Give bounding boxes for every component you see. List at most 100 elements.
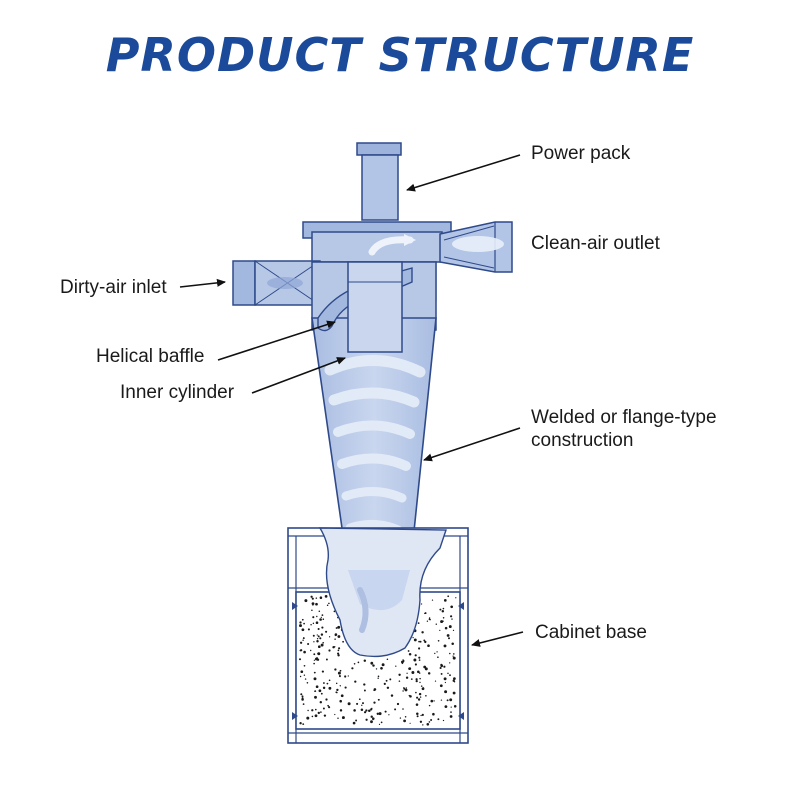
dust-speck — [317, 711, 320, 715]
dust-speck — [337, 671, 341, 675]
dust-speck — [315, 685, 319, 689]
dust-speck — [335, 682, 338, 685]
dust-speck — [354, 680, 357, 683]
dust-speck — [327, 704, 329, 707]
dust-speck — [417, 622, 420, 625]
dust-speck — [435, 623, 438, 625]
page-title: PRODUCT STRUCTURE — [105, 28, 695, 82]
dust-speck — [428, 704, 431, 707]
dust-speck — [444, 705, 448, 708]
dust-speck — [449, 674, 451, 677]
dust-speck — [437, 639, 440, 642]
dust-speck — [442, 719, 445, 722]
dust-speck — [322, 686, 326, 690]
dust-speck — [402, 708, 404, 710]
dust-speck — [417, 670, 420, 674]
dust-speck — [335, 691, 338, 694]
dust-speck — [303, 664, 306, 667]
dust-speck — [334, 638, 336, 640]
dust-speck — [328, 636, 331, 638]
dust-speck — [421, 713, 424, 716]
dust-speck — [338, 647, 341, 650]
dust-speck — [449, 652, 451, 655]
dust-speck — [319, 596, 323, 599]
dust-speck — [447, 672, 449, 675]
dust-speck — [315, 621, 319, 624]
dust-speck — [373, 688, 377, 691]
dust-speck — [339, 675, 341, 678]
dust-speck — [353, 709, 356, 712]
dust-speck — [361, 704, 363, 706]
dust-speck — [363, 659, 367, 662]
dust-speck — [419, 640, 422, 643]
dust-speck — [315, 708, 317, 711]
dust-speck — [320, 692, 323, 695]
dust-speck — [398, 680, 401, 682]
dust-speck — [372, 664, 375, 667]
dust-speck — [340, 694, 344, 698]
dust-speck — [381, 663, 385, 667]
dust-speck — [449, 715, 453, 718]
dust-speck — [365, 718, 368, 721]
dust-speck — [363, 689, 366, 692]
dust-speck — [436, 651, 438, 653]
dust-speck — [419, 681, 421, 684]
dust-speck — [452, 629, 455, 632]
dust-speck — [443, 644, 447, 648]
dust-speck — [377, 698, 380, 701]
dust-speck — [339, 685, 341, 687]
dust-speck — [450, 711, 452, 713]
dust-speck — [299, 621, 302, 624]
dust-speck — [337, 635, 341, 638]
dust-speck — [302, 723, 305, 725]
dust-speck — [448, 637, 450, 640]
dust-speck — [415, 679, 418, 683]
dust-speck — [376, 712, 380, 716]
dust-speck — [317, 652, 319, 655]
dust-speck — [418, 640, 420, 643]
dust-speck — [452, 655, 454, 657]
dust-speck — [312, 616, 315, 619]
power-pack — [356, 142, 402, 221]
inner-cylinder — [347, 261, 403, 353]
dust-speck — [314, 690, 317, 692]
dust-speck — [425, 694, 427, 697]
dust-speck — [378, 723, 381, 726]
dust-speck — [370, 715, 373, 718]
dust-speck — [302, 639, 304, 641]
dust-speck — [356, 702, 359, 705]
dust-speck — [335, 627, 338, 629]
dust-speck — [377, 677, 379, 679]
label-inner-cylinder: Inner cylinder — [120, 382, 235, 403]
dust-speck — [313, 641, 315, 643]
dust-speck — [311, 597, 314, 600]
dust-speck — [418, 692, 422, 696]
dust-speck — [396, 702, 400, 706]
dust-speck — [358, 698, 361, 701]
dust-speck — [403, 687, 406, 690]
dust-speck — [320, 643, 324, 647]
dust-speck — [344, 686, 347, 689]
dust-speck — [453, 705, 457, 708]
dust-speck — [313, 659, 316, 661]
dust-speck — [455, 597, 457, 599]
top-housing — [302, 221, 452, 263]
dust-speck — [301, 698, 304, 701]
dust-speck — [320, 633, 324, 636]
dust-speck — [316, 638, 319, 640]
dust-speck — [437, 718, 440, 721]
dust-speck — [426, 722, 430, 726]
dust-speck — [307, 709, 309, 712]
dust-speck — [312, 634, 315, 637]
dust-speck — [310, 624, 312, 626]
dust-speck — [370, 720, 373, 724]
dust-speck — [419, 677, 421, 680]
dust-speck — [322, 682, 325, 684]
dust-speck — [452, 653, 455, 655]
dust-speck — [344, 675, 347, 678]
label-dirty-air-inlet: Dirty-air inlet — [60, 277, 167, 298]
dust-speck — [360, 708, 364, 711]
dust-speck — [314, 714, 318, 718]
